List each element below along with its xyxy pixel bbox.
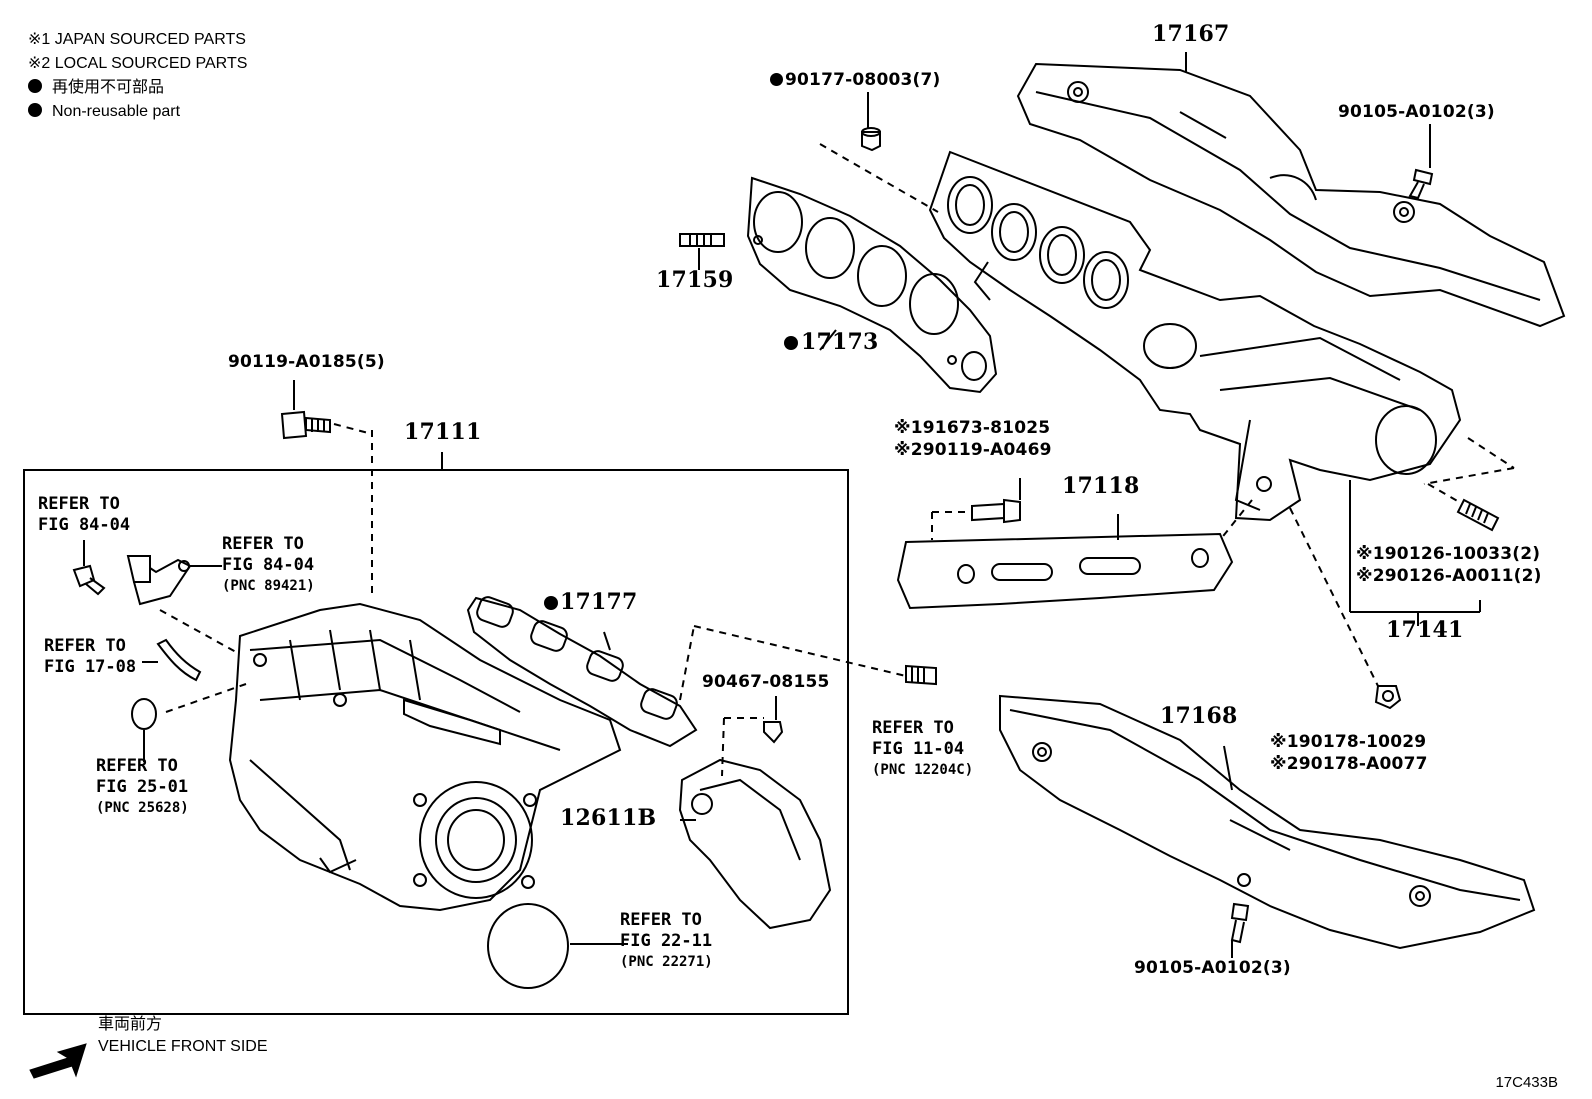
- bolt-90105-top-drawing: [1408, 168, 1434, 200]
- part-90467[interactable]: 90467-08155: [702, 672, 830, 692]
- bolt-90105-bottom-drawing: [1230, 902, 1250, 944]
- bolt-90119-drawing: [280, 410, 331, 440]
- part-90126-10033[interactable]: ※190126-10033(2): [1356, 544, 1541, 564]
- pipe-11-04-drawing: [905, 664, 937, 686]
- throttle-insulator-drawing: [678, 758, 832, 930]
- bolt-84-04-drawing: [72, 564, 106, 596]
- legend: ※1 JAPAN SOURCED PARTS ※2 LOCAL SOURCED …: [28, 28, 247, 124]
- legend-japan: ※1 JAPAN SOURCED PARTS: [28, 31, 246, 48]
- exhaust-manifold-drawing: [928, 150, 1462, 522]
- manifold-stay-drawing: [896, 532, 1234, 610]
- clip-90467-drawing: [763, 721, 784, 744]
- vehicle-front-label: 車両前方 VEHICLE FRONT SIDE: [98, 1014, 268, 1058]
- part-17167[interactable]: 17167: [1152, 21, 1230, 47]
- intake-manifold-drawing: [228, 602, 622, 912]
- bullet-icon: [28, 103, 42, 117]
- part-90105-top[interactable]: 90105-A0102(3): [1338, 102, 1495, 122]
- part-90105-bottom[interactable]: 90105-A0102(3): [1134, 958, 1291, 978]
- nut-90178-drawing: [1374, 685, 1402, 710]
- bullet-icon: [784, 336, 798, 350]
- part-17173[interactable]: 17173: [784, 331, 879, 353]
- part-90178-10029[interactable]: ※190178-10029: [1270, 732, 1427, 752]
- exhaust-gasket-drawing: [746, 176, 998, 394]
- figure-code: 17C433B: [1495, 1074, 1558, 1091]
- legend-nonreusable-jp: 再使用不可部品: [52, 79, 165, 96]
- part-17111[interactable]: 17111: [404, 419, 482, 445]
- intake-gasket-drawing: [466, 596, 698, 748]
- hose-drawing: [156, 638, 202, 682]
- oring-25-01-drawing: [131, 698, 157, 730]
- bullet-icon: [544, 596, 558, 610]
- vehicle-front-en: VEHICLE FRONT SIDE: [98, 1038, 268, 1055]
- stud-bolt-right-drawing: [1456, 498, 1500, 532]
- sensor-drawing: [126, 555, 192, 606]
- bolt-91673-drawing: [971, 498, 1021, 524]
- stud-17159-drawing: [679, 233, 725, 247]
- heat-insulator-upper-drawing: [1016, 62, 1566, 328]
- part-90178-a0077[interactable]: ※290178-A0077: [1270, 754, 1428, 774]
- part-17168[interactable]: 17168: [1160, 703, 1238, 729]
- nut-90177-drawing: [861, 127, 881, 152]
- bullet-icon: [770, 73, 783, 86]
- legend-local: ※2 LOCAL SOURCED PARTS: [28, 55, 248, 72]
- part-90119[interactable]: 90119-A0185(5): [228, 352, 385, 372]
- part-17159[interactable]: 17159: [656, 267, 734, 293]
- vehicle-front-arrow: [29, 1043, 87, 1079]
- part-17177[interactable]: 17177: [544, 591, 638, 613]
- heat-insulator-lower-drawing: [999, 694, 1536, 950]
- oring-22-11-drawing: [487, 903, 569, 989]
- legend-nonreusable-en: Non-reusable part: [52, 103, 181, 120]
- part-17141[interactable]: 17141: [1386, 617, 1464, 643]
- bullet-icon: [28, 79, 42, 93]
- part-17118[interactable]: 17118: [1062, 473, 1140, 499]
- intake-group-frame: [23, 469, 849, 1015]
- part-91673[interactable]: ※191673-81025: [894, 418, 1051, 438]
- vehicle-front-jp: 車両前方: [98, 1016, 163, 1033]
- part-12611b[interactable]: 12611B: [560, 805, 657, 831]
- part-90119-a0469[interactable]: ※290119-A0469: [894, 440, 1052, 460]
- part-90126-a0011[interactable]: ※290126-A0011(2): [1356, 566, 1542, 586]
- part-90177[interactable]: 90177-08003(7): [770, 70, 941, 90]
